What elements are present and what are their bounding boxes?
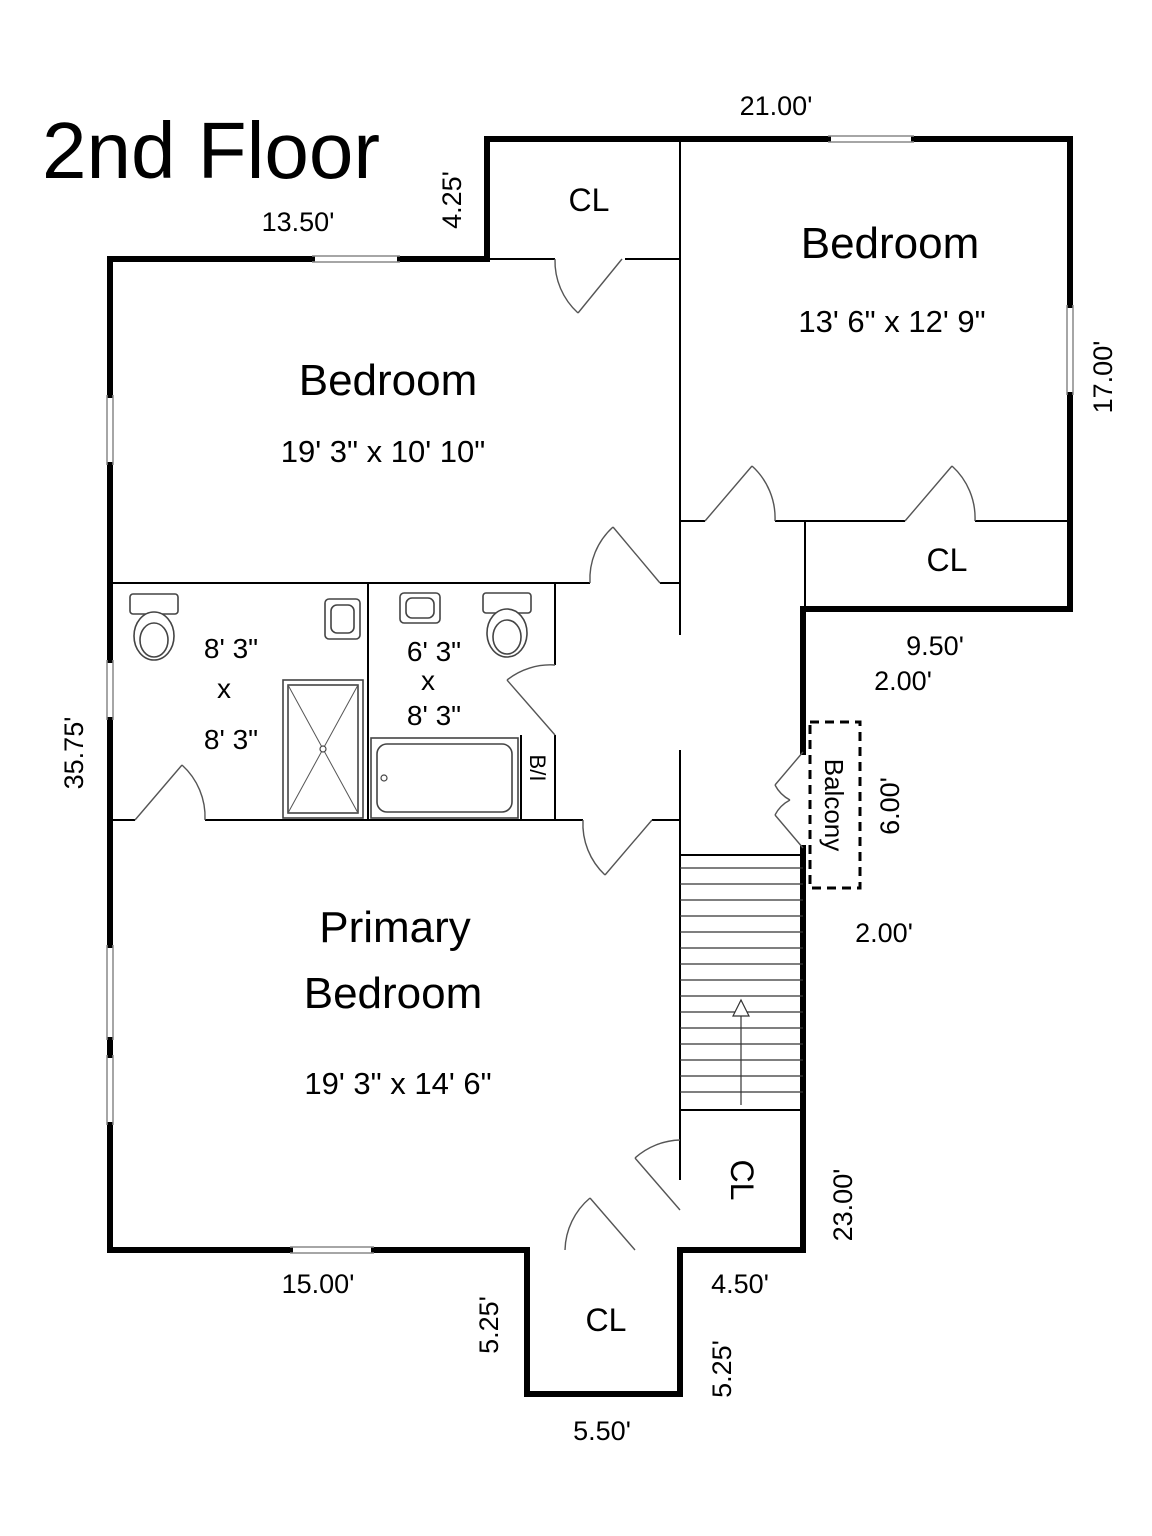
- bath-right-size-1: 6' 3": [407, 636, 461, 667]
- bath-left-size-2: x: [217, 673, 231, 704]
- primary-bedroom-name-1: Primary: [319, 903, 471, 952]
- toilet-icon: [129, 593, 179, 661]
- bath-right-size-3: 8' 3": [407, 700, 461, 731]
- closet-top-label: CL: [569, 182, 610, 218]
- dim-bottom-right-step: 4.50': [711, 1269, 769, 1299]
- sink-icon: [399, 592, 441, 624]
- toilet-icon: [482, 592, 532, 658]
- balcony-outline: [808, 720, 862, 890]
- primary-bedroom-name-2: Bedroom: [304, 969, 483, 1018]
- bath-left-size-3: 8' 3": [204, 724, 258, 755]
- bedroom-left-name: Bedroom: [299, 356, 478, 405]
- balcony-label: Balcony: [819, 759, 849, 852]
- sink-icon: [324, 598, 361, 640]
- dim-top-right-width: 21.00': [740, 91, 813, 121]
- dim-bottom-width: 15.00': [282, 1269, 355, 1299]
- shower-icon: [282, 679, 364, 819]
- interior-walls: [110, 139, 1070, 1180]
- dim-right-height: 17.00': [1088, 341, 1118, 414]
- bedroom-right-size: 13' 6" x 12' 9": [798, 304, 985, 339]
- bedroom-left-size: 19' 3" x 10' 10": [281, 434, 485, 469]
- dim-closet-left-height: 5.25': [474, 1296, 504, 1354]
- bedroom-right-name: Bedroom: [801, 219, 980, 268]
- dim-lower-right-height: 23.00': [828, 1169, 858, 1242]
- dim-left-height: 35.75': [59, 717, 89, 790]
- dim-balcony-bottom: 2.00': [855, 918, 913, 948]
- up-arrow-icon: [732, 998, 750, 1105]
- bath-left-size-1: 8' 3": [204, 633, 258, 664]
- closet-bottom-label: CL: [586, 1302, 627, 1338]
- dim-closet-right-height: 5.25': [707, 1340, 737, 1398]
- dim-right-step: 9.50': [906, 631, 964, 661]
- page-title: 2nd Floor: [42, 106, 380, 195]
- closet-lower-right-label: CL: [724, 1160, 760, 1201]
- exterior-walls: [107, 136, 1073, 1397]
- dim-closet-bottom-width: 5.50': [573, 1416, 631, 1446]
- bathtub-icon: [370, 737, 519, 819]
- dim-closet-step: 4.25': [437, 171, 467, 229]
- builtin-label: B/I: [525, 755, 550, 782]
- closet-right-label: CL: [927, 542, 968, 578]
- dim-top-left-width: 13.50': [262, 207, 335, 237]
- bath-right-size-2: x: [421, 665, 435, 696]
- window-icon: [106, 135, 1074, 1254]
- dim-balcony-top: 2.00': [874, 666, 932, 696]
- primary-bedroom-size: 19' 3" x 14' 6": [304, 1066, 491, 1101]
- door-swing-icon: [134, 258, 976, 1251]
- dim-balcony-width: 6.00': [875, 777, 905, 835]
